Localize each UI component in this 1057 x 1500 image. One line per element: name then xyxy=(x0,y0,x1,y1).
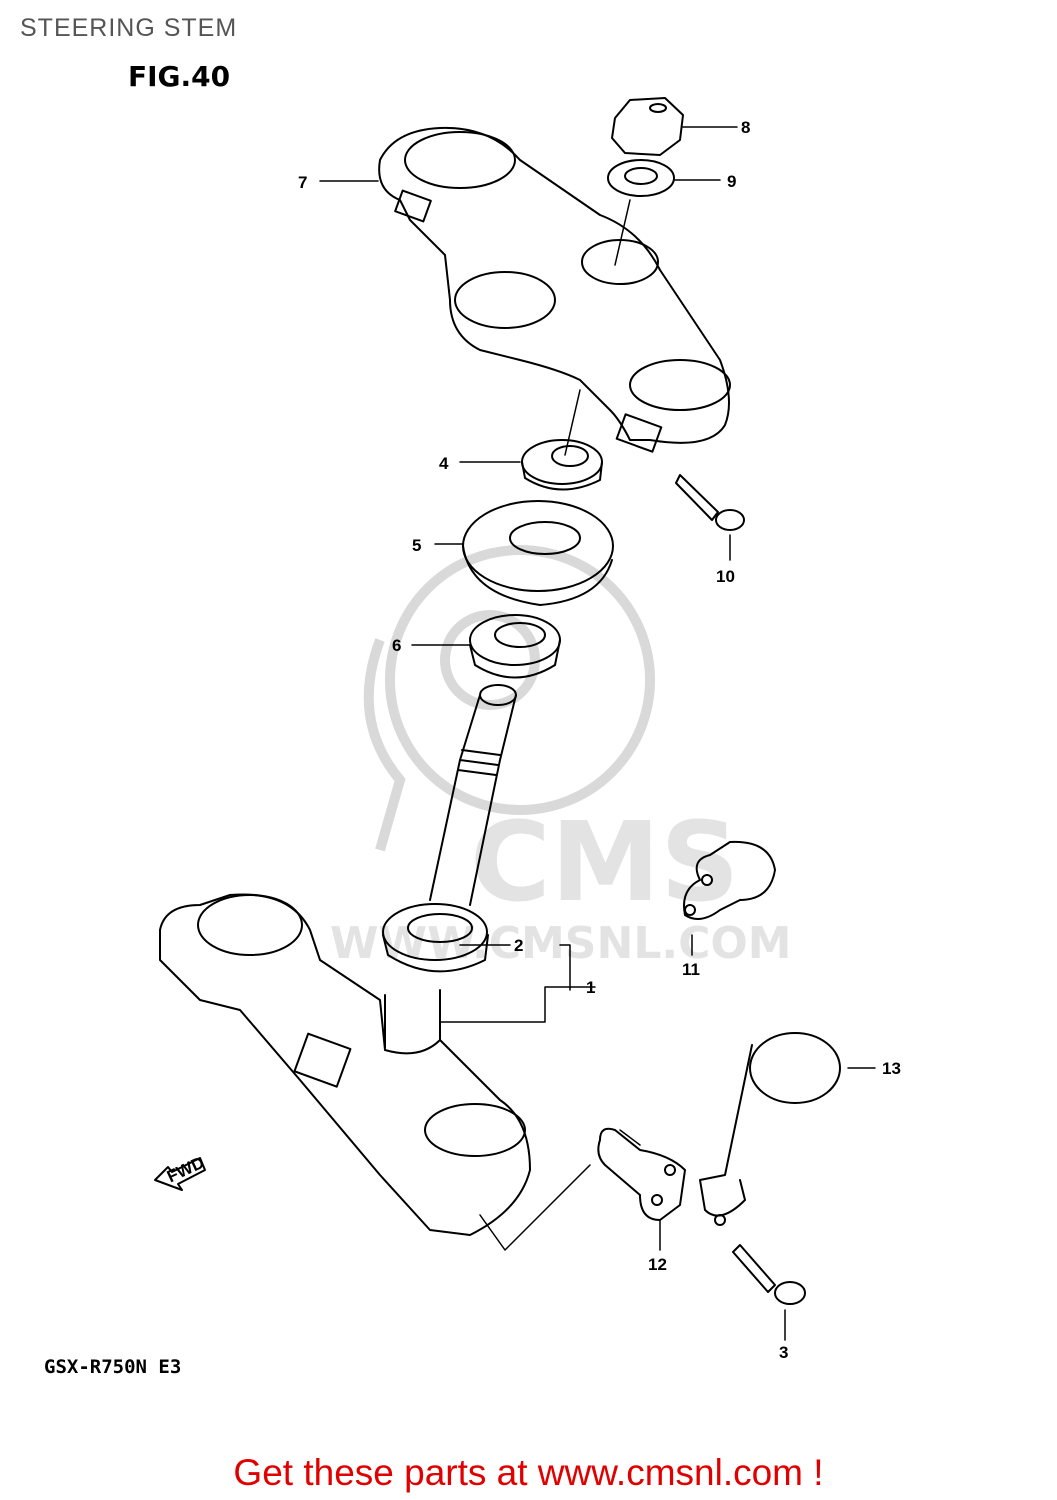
callout-12: 12 xyxy=(648,1255,667,1274)
clamp-part-11 xyxy=(683,840,776,920)
callout-10: 10 xyxy=(716,567,735,586)
callout-2: 2 xyxy=(514,936,523,955)
callout-13: 13 xyxy=(882,1059,901,1078)
lower-bearing-part xyxy=(382,903,489,973)
callout-6: 6 xyxy=(392,636,401,655)
callout-8: 8 xyxy=(741,118,750,137)
callout-5: 5 xyxy=(412,536,421,555)
parts-shop-link[interactable]: Get these parts at www.cmsnl.com ! xyxy=(233,1452,824,1493)
model-code: GSX-R750N E3 xyxy=(44,1356,182,1378)
fwd-label: FWD xyxy=(164,1153,207,1187)
figure-number: FIG.40 xyxy=(128,60,231,93)
washer-part xyxy=(607,159,675,197)
callout-9: 9 xyxy=(727,172,736,191)
callout-4: 4 xyxy=(439,454,449,473)
callout-numbers: 7 8 9 4 10 5 6 2 1 11 13 12 3 xyxy=(298,118,901,1362)
bolt-part-10 xyxy=(675,474,745,531)
callout-1: 1 xyxy=(586,978,595,997)
upper-bearing-part xyxy=(469,614,561,679)
forward-arrow-icon xyxy=(154,1157,206,1191)
callout-3: 3 xyxy=(779,1343,788,1362)
watermark: CMS WWW.CMSNL.COM xyxy=(330,545,792,969)
lower-bracket-part xyxy=(159,893,531,1236)
watermark-url: WWW.CMSNL.COM xyxy=(330,918,792,969)
steering-stem-shaft xyxy=(429,684,517,906)
clamp-part-12 xyxy=(597,1127,686,1221)
page-title: STEERING STEM xyxy=(20,14,238,42)
bolt-part-3 xyxy=(732,1244,806,1305)
callout-7: 7 xyxy=(298,173,307,192)
watermark-brand: CMS xyxy=(470,798,739,926)
cable-clamp-part-13 xyxy=(699,1032,841,1226)
upper-bracket-part xyxy=(378,126,731,453)
stem-nut-part xyxy=(611,97,684,156)
lock-nut-part xyxy=(521,439,603,491)
dust-seal-part xyxy=(462,500,614,606)
watermark-arm-icon xyxy=(363,638,406,852)
callout-11: 11 xyxy=(682,960,700,979)
leader-lines xyxy=(319,126,876,1341)
